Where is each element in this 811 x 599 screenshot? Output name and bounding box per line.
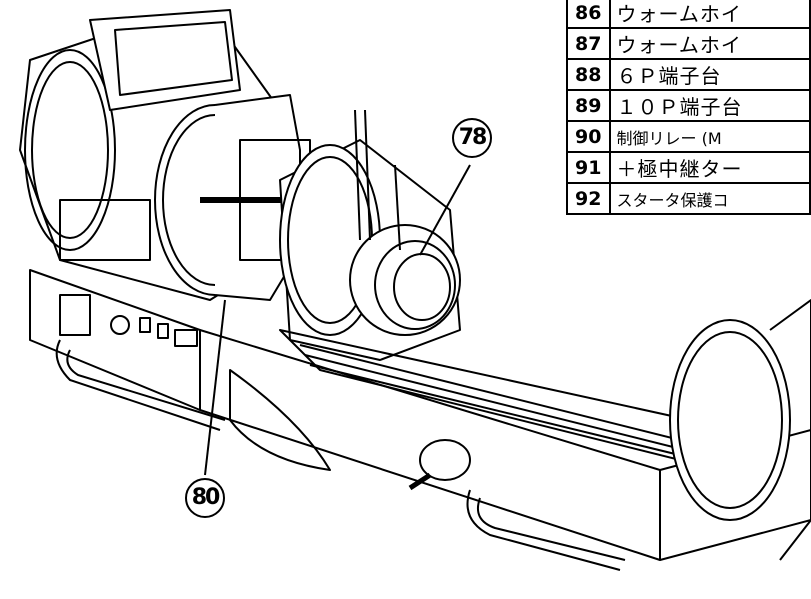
part-name: ウォームホイ <box>608 27 811 60</box>
table-row: 86 ウォームホイ <box>566 0 811 29</box>
carry-handles <box>55 339 626 571</box>
part-number: 91 <box>566 151 611 184</box>
leader-line-78 <box>419 164 471 256</box>
callout-80: 80 <box>185 478 225 518</box>
table-row: 88 ６Ｐ端子台 <box>566 58 811 91</box>
part-number: 87 <box>566 27 611 60</box>
part-number: 89 <box>566 89 611 122</box>
table-row: 87 ウォームホイ <box>566 27 811 60</box>
part-number: 88 <box>566 58 611 91</box>
parts-table: 86 ウォームホイ 87 ウォームホイ 88 ６Ｐ端子台 89 １０Ｐ端子台 9… <box>566 0 811 215</box>
leader-line-80 <box>204 299 226 476</box>
callout-78: 78 <box>452 118 492 158</box>
ring-frame <box>669 299 811 561</box>
part-number: 86 <box>566 0 611 29</box>
part-name: スタータ保護コ <box>608 182 811 215</box>
table-row: 91 ＋極中継ター <box>566 151 811 184</box>
part-number: 90 <box>566 120 611 153</box>
part-number: 92 <box>566 182 611 215</box>
part-name: ＋極中継ター <box>608 151 811 184</box>
table-row: 89 １０Ｐ端子台 <box>566 89 811 122</box>
part-name: 制御リレー (M <box>608 120 811 153</box>
lens-unit <box>279 109 461 361</box>
table-row: 90 制御リレー (M <box>566 120 811 153</box>
part-name: ６Ｐ端子台 <box>608 58 811 91</box>
table-row: 92 スタータ保護コ <box>566 182 811 215</box>
part-name: ウォームホイ <box>608 0 811 29</box>
mirror-drum <box>154 94 311 301</box>
part-name: １０Ｐ端子台 <box>608 89 811 122</box>
